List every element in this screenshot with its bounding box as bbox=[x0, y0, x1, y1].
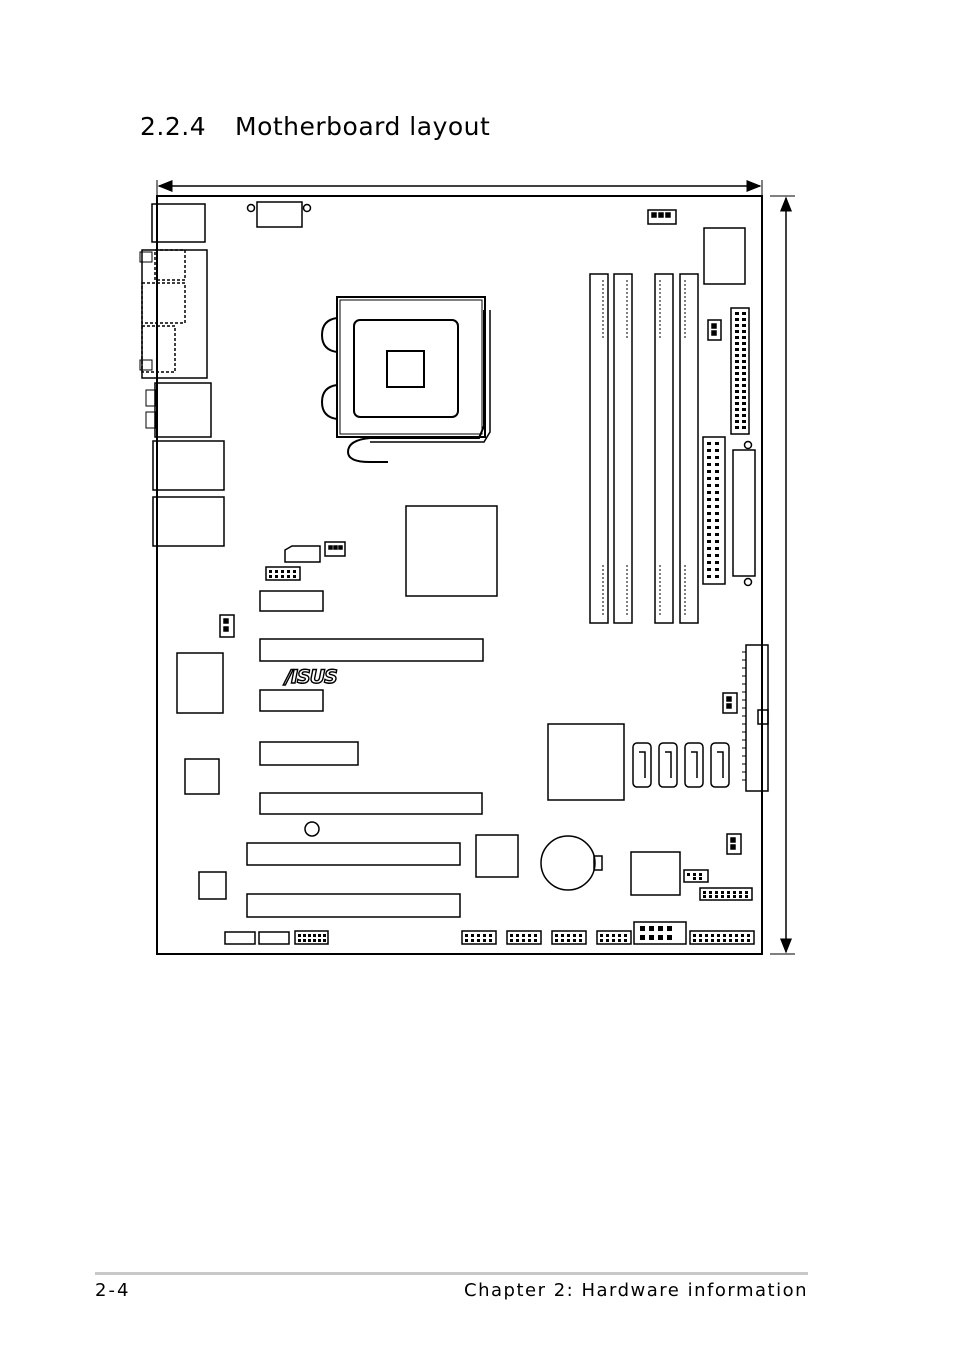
usb-header-3 bbox=[506, 930, 542, 945]
fan-header-side bbox=[722, 692, 738, 714]
aux-power-connector bbox=[633, 921, 687, 945]
jumper-block bbox=[265, 566, 301, 581]
northbridge-chip bbox=[405, 505, 498, 597]
atx12v-connector bbox=[256, 201, 303, 228]
ide-connector bbox=[702, 436, 726, 585]
usb-header-1 bbox=[294, 930, 329, 945]
rear-io-ps2 bbox=[151, 203, 206, 243]
section-number: 2.2.4 bbox=[140, 112, 207, 141]
main-power-connector bbox=[745, 644, 769, 792]
pci-slot-3 bbox=[246, 893, 461, 918]
pcie-x16-slot bbox=[259, 638, 484, 662]
board-outline bbox=[156, 195, 763, 955]
usb-header-5 bbox=[596, 930, 632, 945]
front-audio-header bbox=[224, 931, 256, 945]
pci-slot-1 bbox=[259, 792, 483, 815]
usb-header-4 bbox=[551, 930, 587, 945]
usb-header-2 bbox=[461, 930, 497, 945]
audio-codec-chip bbox=[176, 652, 224, 714]
pci-slot-2 bbox=[246, 842, 461, 866]
brand-logo: /ISUS bbox=[283, 666, 337, 688]
bios-chip bbox=[475, 834, 519, 878]
super-io-chip bbox=[703, 227, 746, 285]
chapter-title: Chapter 2: Hardware information bbox=[464, 1280, 808, 1301]
pcie-x4-slot bbox=[259, 741, 359, 766]
io-controller-chip bbox=[630, 851, 681, 896]
floppy-connector bbox=[732, 449, 756, 577]
chassis-fan-header bbox=[219, 614, 235, 638]
sata-connectors bbox=[632, 742, 730, 788]
rear-io-audio bbox=[152, 496, 225, 547]
page-number: 2-4 bbox=[95, 1280, 131, 1301]
spdif-connector bbox=[284, 545, 321, 563]
section-title: Motherboard layout bbox=[235, 112, 491, 141]
pwr-fan-header bbox=[707, 319, 722, 341]
dimm-slots bbox=[589, 273, 699, 624]
cpu-fan-header bbox=[647, 209, 677, 225]
rear-io-usb-1 bbox=[152, 440, 225, 491]
rear-io-lan-usb bbox=[154, 382, 212, 438]
southbridge-chip bbox=[547, 723, 625, 801]
pcie-x1-slot-1 bbox=[259, 590, 324, 612]
eatx-pins bbox=[735, 312, 746, 429]
small-chip bbox=[198, 871, 227, 900]
chassis-intrusion-header bbox=[726, 833, 742, 855]
cmos-battery bbox=[540, 835, 596, 891]
footer-rule bbox=[95, 1272, 808, 1275]
front-panel-header bbox=[689, 930, 755, 945]
cpu-socket bbox=[320, 296, 491, 463]
lan-chip bbox=[184, 758, 220, 795]
pcie-x1-slot-2 bbox=[259, 689, 324, 712]
eatx-power-connector bbox=[730, 307, 750, 435]
section-heading: 2.2.4 Motherboard layout bbox=[140, 112, 490, 141]
